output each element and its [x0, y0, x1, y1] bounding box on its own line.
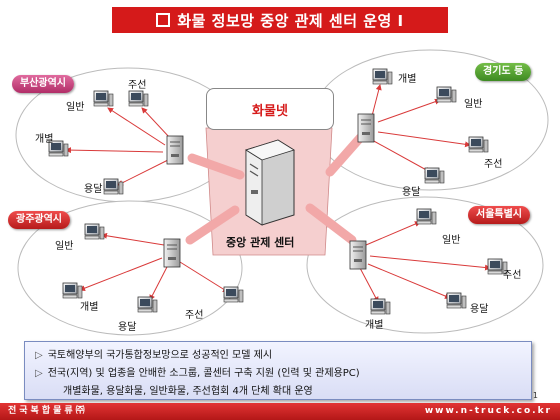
node-label: 개별: [35, 134, 54, 145]
center-label: 중앙 관제 센터: [226, 236, 295, 249]
gyeonggi-server-icon: [357, 113, 375, 143]
node-label: 개별: [80, 302, 99, 313]
note-item: 개별화물, 용달화물, 일반화물, 주선협회 4개 단체 확대 운영: [63, 386, 313, 397]
region-label-seoul: 서울특별시: [468, 206, 530, 224]
node-label: 주선: [503, 270, 522, 281]
region-label-gwangju: 광주광역시: [8, 211, 70, 229]
region-label-gyeonggi: 경기도 등: [475, 63, 532, 81]
page-title-text: 화물 정보망 중앙 관제 센터 운영 Ⅰ: [177, 11, 404, 30]
node-label: 용달: [470, 304, 489, 315]
gwangju-arrows: [79, 232, 229, 301]
node-label: 주선: [484, 159, 503, 170]
gwangju-pc-주선-icon: [223, 286, 244, 303]
region-seoul-ellipse: [306, 196, 544, 334]
node-label: 일반: [66, 102, 85, 113]
seoul-arrows: [359, 221, 491, 303]
page-number: 1: [532, 391, 538, 400]
node-label: 용달: [402, 187, 421, 198]
hub-label: 화물넷: [252, 103, 288, 119]
node-label: 일반: [464, 99, 483, 110]
triangle-right-icon: ▷: [35, 368, 43, 379]
node-label: 용달: [118, 322, 137, 333]
node-label: 주선: [185, 310, 204, 321]
hub-arrows: [185, 133, 365, 245]
hub-box: 화물넷: [206, 88, 334, 130]
note-item: ▷전국(지역) 및 업종을 안배한 소그룹, 콜센터 구축 지원 (인력 및 관…: [35, 368, 360, 379]
gwangju-server-icon: [163, 238, 181, 268]
triangle-right-icon: ▷: [35, 350, 43, 361]
node-label: 일반: [55, 241, 74, 252]
node-label: 일반: [442, 235, 461, 246]
page-title: 화물 정보망 중앙 관제 센터 운영 Ⅰ: [112, 7, 448, 33]
seoul-server-icon: [349, 240, 367, 270]
note-item: ▷국토해양부의 국가통합정보망으로 성공적인 모델 제시: [35, 350, 273, 361]
busan-arrows: [65, 107, 171, 186]
notes-box: ▷국토해양부의 국가통합정보망으로 성공적인 모델 제시 ▷전국(지역) 및 업…: [24, 341, 532, 400]
busan-server-icon: [166, 135, 184, 165]
footer-company: 전국복합물류㈜: [8, 406, 88, 416]
region-label-busan: 부산광역시: [12, 75, 74, 93]
node-label: 개별: [365, 320, 384, 331]
footer-url: www.n-truck.co.kr: [424, 406, 552, 416]
node-label: 주선: [128, 80, 147, 91]
checkbox-square-icon: [156, 13, 171, 27]
node-label: 용달: [84, 184, 103, 195]
footer: 전국복합물류㈜ www.n-truck.co.kr: [0, 403, 560, 420]
region-gwangju-ellipse: [17, 200, 243, 336]
gyeonggi-arrows: [371, 84, 471, 173]
node-label: 개별: [398, 74, 417, 85]
center-server-icon: [245, 139, 295, 226]
